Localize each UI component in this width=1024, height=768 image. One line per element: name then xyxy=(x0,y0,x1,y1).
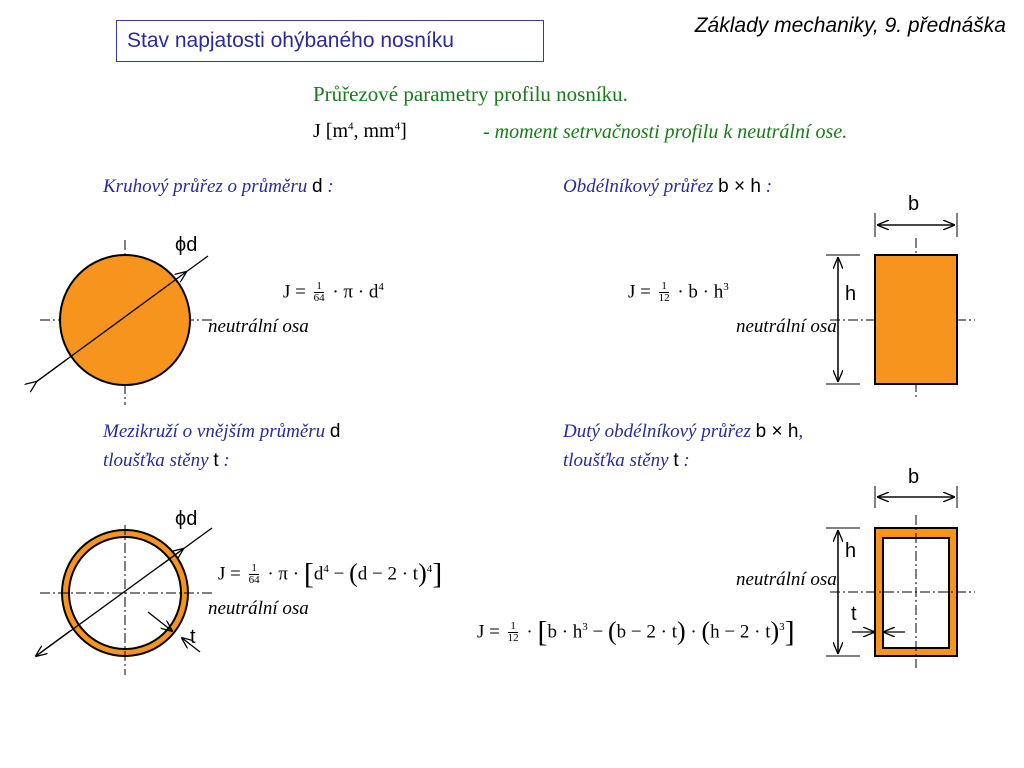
hollow-rect-dim-t: t xyxy=(851,603,857,625)
circle-dim-label: ϕd xyxy=(175,234,198,256)
moment-unit: J [m4, mm4] xyxy=(313,120,407,142)
annulus-dim-t: t xyxy=(190,626,196,648)
rect-section-drawing xyxy=(826,213,975,400)
circle-neutral-axis-label: neutrální osa xyxy=(208,316,309,337)
annulus-caption-line2: tloušťka stěny t : xyxy=(103,450,230,471)
slide-title: Stav napjatosti ohýbaného nosníku xyxy=(116,20,544,62)
lecture-header: Základy mechaniky, 9. přednáška xyxy=(694,14,1006,37)
hollow-rect-section-drawing xyxy=(826,486,975,668)
annulus-neutral-axis-label: neutrální osa xyxy=(208,598,309,619)
hollow-rect-caption-line2: tloušťka stěny t : xyxy=(563,450,690,471)
annulus-dim-label: ϕd xyxy=(175,508,198,530)
rect-shape xyxy=(874,254,958,385)
circle-caption: Kruhový průřez o průměru d : xyxy=(103,176,334,197)
moment-description: - moment setrvačnosti profilu k neutráln… xyxy=(483,121,848,143)
rect-neutral-axis-label: neutrální osa xyxy=(736,316,837,337)
rect-dim-h: h xyxy=(845,283,857,305)
rect-dim-b: b xyxy=(908,193,920,215)
annulus-caption-line1: Mezikruží o vnějším průměru d xyxy=(103,421,341,442)
hollow-rect-caption-line1: Dutý obdélníkový průřez b × h, xyxy=(563,421,804,442)
hollow-rect-dim-h: h xyxy=(845,540,857,562)
hollow-rect-dim-b: b xyxy=(908,466,920,488)
circle-shape xyxy=(59,254,191,386)
annulus-section-drawing xyxy=(36,525,215,675)
rect-caption: Obdélníkový průřez b × h : xyxy=(563,176,773,197)
subtitle: Průřezové parametry profilu nosníku. xyxy=(313,82,628,106)
circle-section-drawing xyxy=(36,240,215,405)
hollow-rect-neutral-axis-label: neutrální osa xyxy=(736,569,837,590)
